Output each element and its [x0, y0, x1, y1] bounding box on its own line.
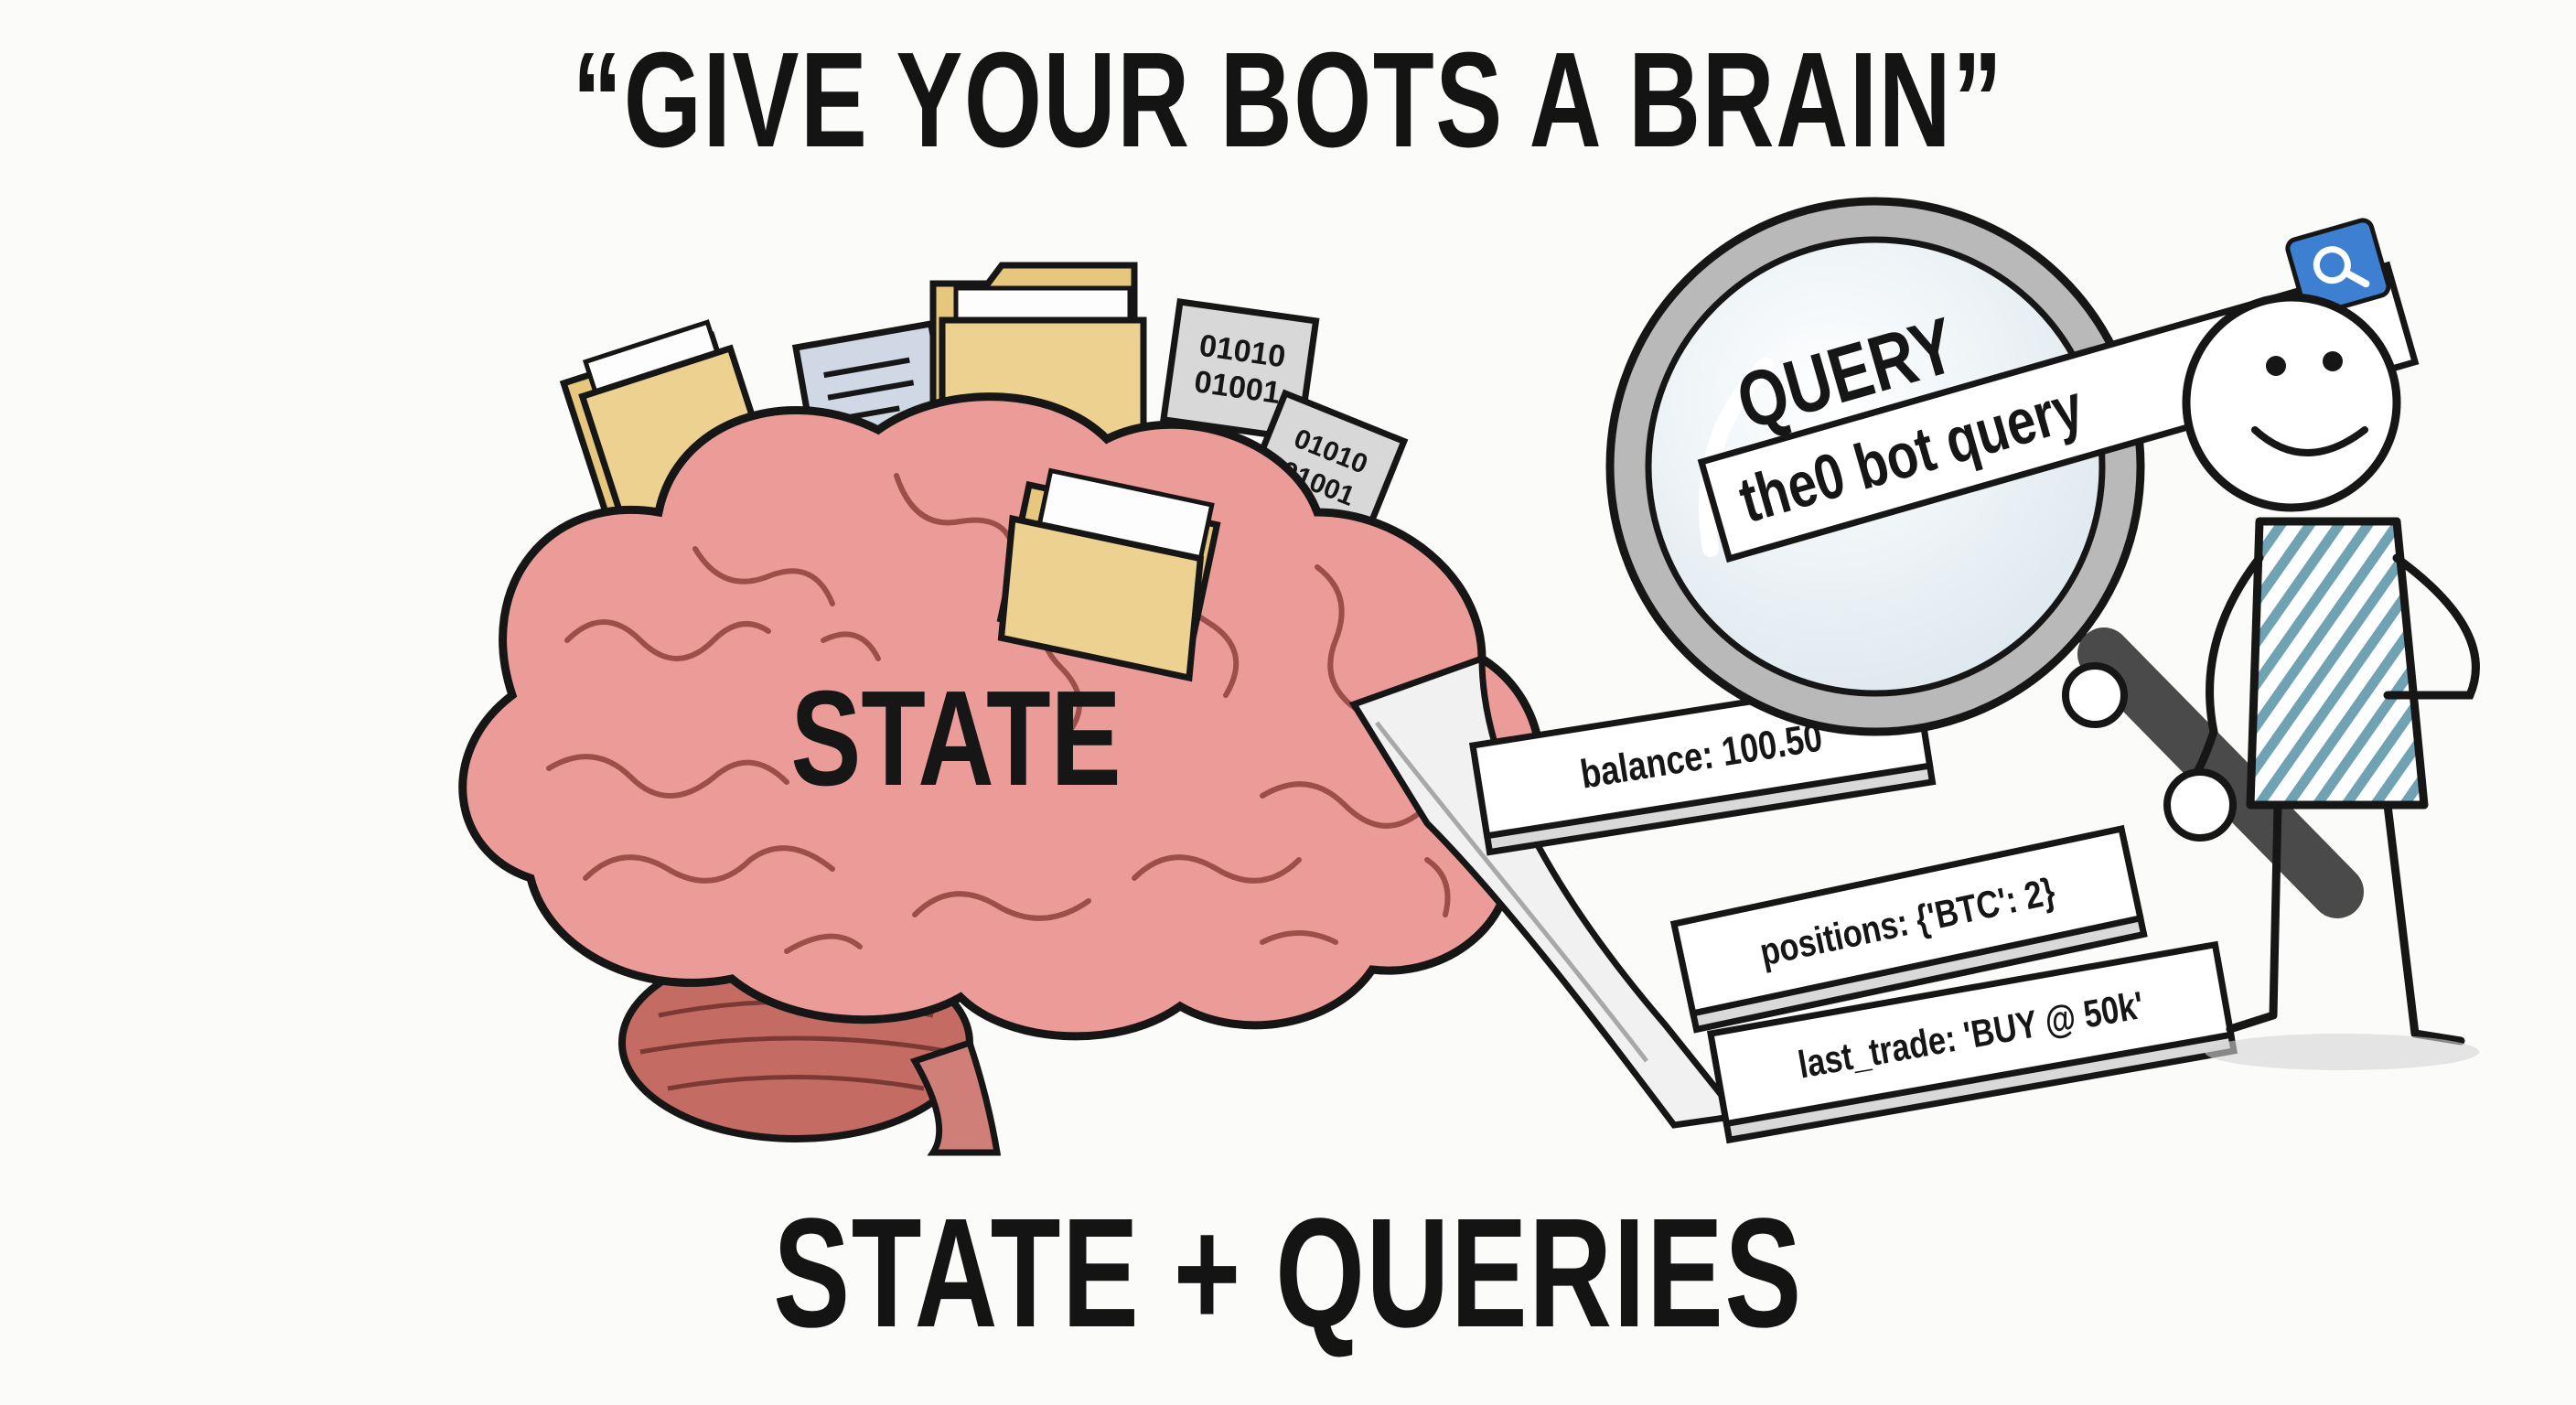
- brain-label: STATE: [790, 663, 1121, 814]
- headline-footer: STATE + QUERIES: [773, 1186, 1803, 1360]
- folder-icon: [996, 467, 1221, 682]
- search-icon: [2313, 246, 2370, 288]
- state-card-positions: positions: {'BTC': 2}: [1669, 824, 2148, 1034]
- state-card-last-trade: last_trade: 'BUY @ 50k': [1706, 940, 2238, 1144]
- search-button[interactable]: [2285, 218, 2391, 317]
- brain-icon: STATE: [458, 392, 1545, 1156]
- headline-title: “GIVE YOUR BOTS A BRAIN”: [572, 25, 2004, 176]
- stick-figure: [2062, 293, 2480, 1070]
